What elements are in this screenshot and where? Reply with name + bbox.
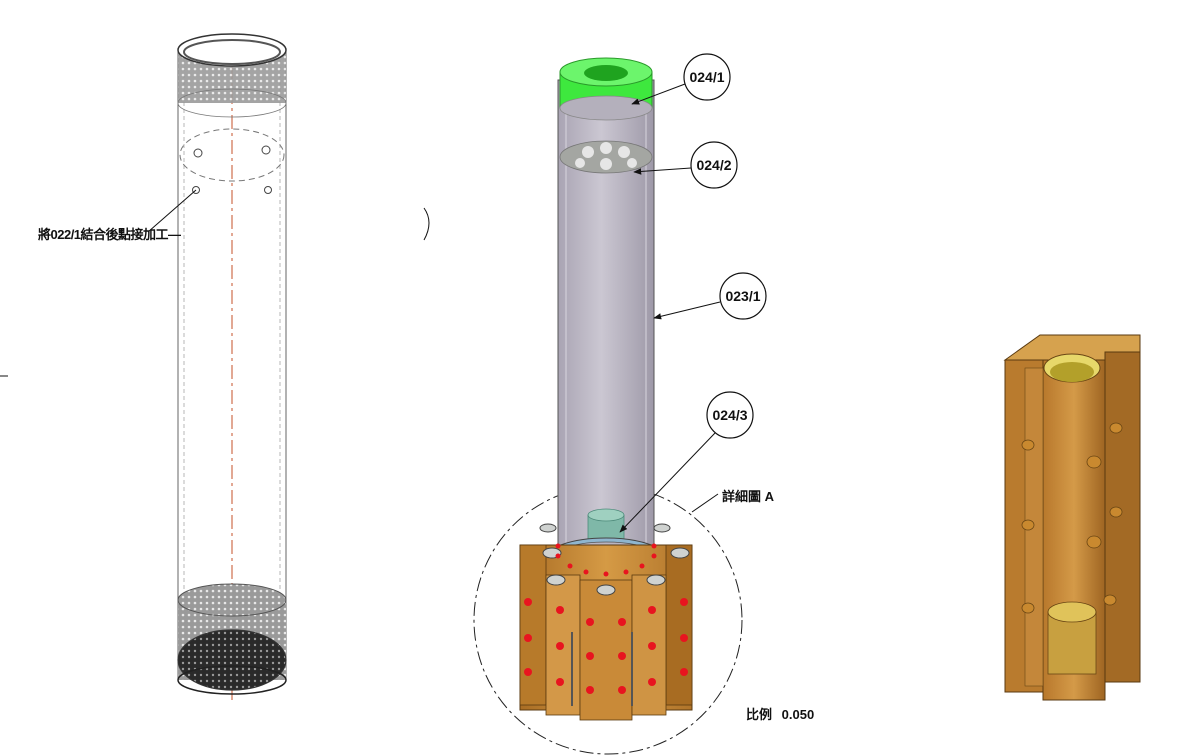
- stray-arc-mark: [423, 207, 430, 241]
- svg-text:023/1: 023/1: [725, 288, 760, 304]
- balloon-024-1: 024/1: [631, 53, 731, 105]
- center-assembly-view: [473, 57, 743, 755]
- balloon-023-1: 023/1: [653, 272, 767, 320]
- balloon-024-3: 024/3: [619, 391, 754, 533]
- scale-label: 比例 0.050: [746, 704, 814, 723]
- detail-label-leader: [691, 493, 719, 513]
- left-tube-view: [147, 33, 287, 700]
- balloon-024-2: 024/2: [633, 141, 738, 189]
- detail-view-label: 詳細圖 A: [722, 489, 775, 504]
- right-block-view: [1003, 334, 1141, 701]
- svg-text:024/2: 024/2: [696, 157, 731, 173]
- left-note-label: 將022/1結合後點接加工—: [38, 227, 181, 242]
- scale-label-text: 比例: [746, 707, 773, 722]
- scale-value: 0.050: [781, 707, 815, 722]
- svg-text:024/1: 024/1: [689, 69, 724, 85]
- svg-text:024/3: 024/3: [712, 407, 747, 423]
